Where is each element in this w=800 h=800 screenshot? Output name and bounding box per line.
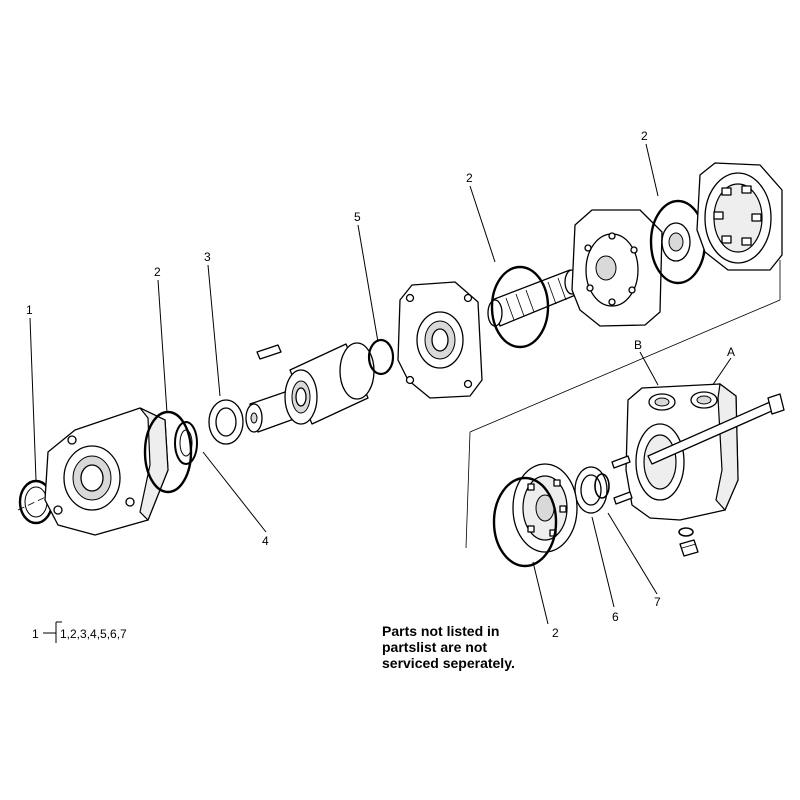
note-line-1: Parts not listed in [382,623,499,639]
front-housing [44,407,169,536]
callout-4: 4 [262,534,269,548]
callout-labels: 1 2 3 4 5 2 2 B A 2 6 7 [26,129,735,640]
leader-lines [29,143,732,625]
valve-housing [625,382,739,521]
callout-1: 1 [26,303,33,317]
shaft-seal [174,421,198,465]
kit-legend: 1 1,2,3,4,5,6,7 [32,621,127,643]
callout-2-top: 2 [641,129,648,143]
check-plug [678,527,699,557]
dowel-pins [611,455,633,505]
o-ring-shaft [490,265,550,349]
callout-2-left: 2 [154,265,161,279]
note-line-2: partslist are not [382,639,487,655]
callout-6: 6 [612,610,619,624]
inner-seal [594,473,610,499]
thrust-washer [208,399,244,445]
wear-plate [571,209,663,327]
kit-children: 1,2,3,4,5,6,7 [60,627,127,641]
o-ring-bottom [492,476,558,568]
callout-5: 5 [354,210,361,224]
o-ring-small [367,338,395,376]
shaft-key [256,344,282,360]
callout-7: 7 [654,595,661,609]
callout-a: A [727,345,735,359]
kit-bracket [43,621,62,643]
end-cover [696,162,783,271]
callout-2-bottom: 2 [552,626,559,640]
bearing-housing [397,281,483,399]
spline-gear [661,222,691,262]
callout-2-shaft: 2 [466,171,473,185]
output-shaft [245,342,375,433]
o-ring-left [143,410,193,494]
kit-parent-number: 1 [32,627,39,641]
callout-b: B [634,338,642,352]
assembly-axis [17,260,781,549]
through-bolt [647,393,785,465]
service-note: Parts not listed in partslist are not se… [382,623,515,671]
note-line-3: serviced seperately. [382,655,515,671]
callout-3: 3 [204,250,211,264]
